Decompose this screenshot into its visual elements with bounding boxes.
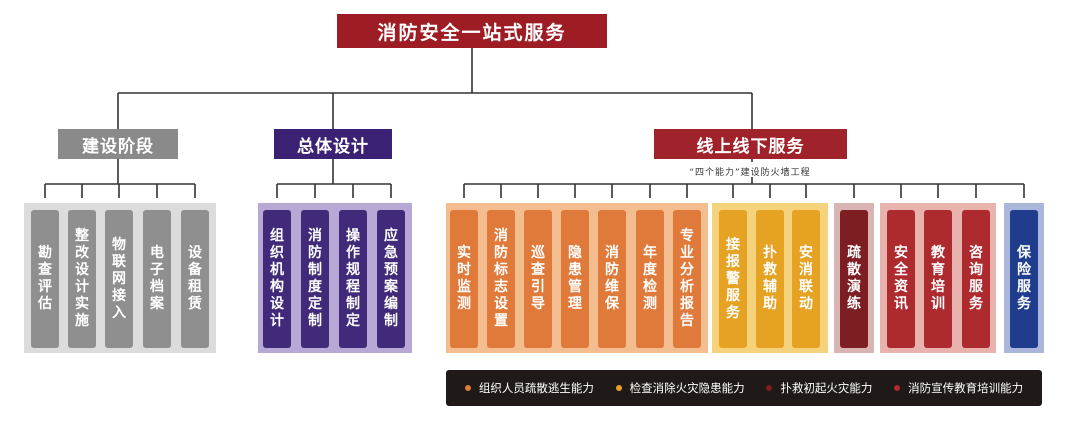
- service-item: 勘查评估: [31, 210, 59, 348]
- service-item: 巡查引导: [524, 210, 552, 348]
- service-item: 咨询服务: [962, 210, 990, 348]
- category-online-offline-service: 线上线下服务: [654, 129, 847, 159]
- legend-item-inspection: 检查消除火灾隐患能力: [615, 380, 745, 396]
- service-item: 组织机构设计: [263, 210, 291, 348]
- legend-dot: [766, 385, 773, 391]
- service-item: 专业分析报告: [673, 210, 701, 348]
- service-item: 消防维保: [598, 210, 626, 348]
- service-item: 实时监测: [450, 210, 478, 348]
- service-item: 安全资讯: [887, 210, 915, 348]
- legend-label: 消防宣传教育培训能力: [908, 381, 1024, 395]
- service-item: 保险服务: [1010, 210, 1038, 348]
- service-item: 消防制度定制: [301, 210, 329, 348]
- legend-label: 扑救初起火灾能力: [780, 381, 873, 395]
- legend-item-education: 消防宣传教育培训能力: [894, 380, 1023, 396]
- service-item: 消防标志设置: [487, 210, 515, 348]
- service-item: 物联网接入: [105, 210, 133, 348]
- legend-item-evacuation: 组织人员疏散逃生能力: [464, 380, 594, 396]
- legend-dot: [615, 385, 622, 391]
- service-item: 疏散演练: [840, 210, 868, 348]
- category-overall-design: 总体设计: [274, 129, 392, 159]
- category-construction-phase: 建设阶段: [58, 129, 178, 159]
- service-item: 教育培训: [924, 210, 952, 348]
- service-item: 整改设计实施: [68, 210, 96, 348]
- legend-dot: [894, 385, 901, 391]
- diagram-title: 消防安全一站式服务: [337, 14, 607, 48]
- service-item: 扑救辅助: [756, 210, 784, 348]
- service-item: 接报警服务: [719, 210, 747, 348]
- capability-legend: 组织人员疏散逃生能力 检查消除火灾隐患能力 扑救初起火灾能力 消防宣传教育培训能…: [446, 370, 1042, 406]
- legend-label: 组织人员疏散逃生能力: [478, 381, 594, 395]
- legend-label: 检查消除火灾隐患能力: [629, 381, 745, 395]
- legend-item-firefighting: 扑救初起火灾能力: [766, 380, 872, 396]
- service-item: 电子档案: [143, 210, 171, 348]
- service-item: 年度检测: [636, 210, 664, 348]
- category-subtitle: “四个能力”建设防火墙工程: [689, 168, 811, 178]
- service-item: 安消联动: [792, 210, 820, 348]
- service-item: 操作规程制定: [339, 210, 367, 348]
- service-item: 应急预案编制: [377, 210, 405, 348]
- service-item: 设备租赁: [181, 210, 209, 348]
- service-item: 隐患管理: [561, 210, 589, 348]
- legend-dot: [464, 385, 471, 391]
